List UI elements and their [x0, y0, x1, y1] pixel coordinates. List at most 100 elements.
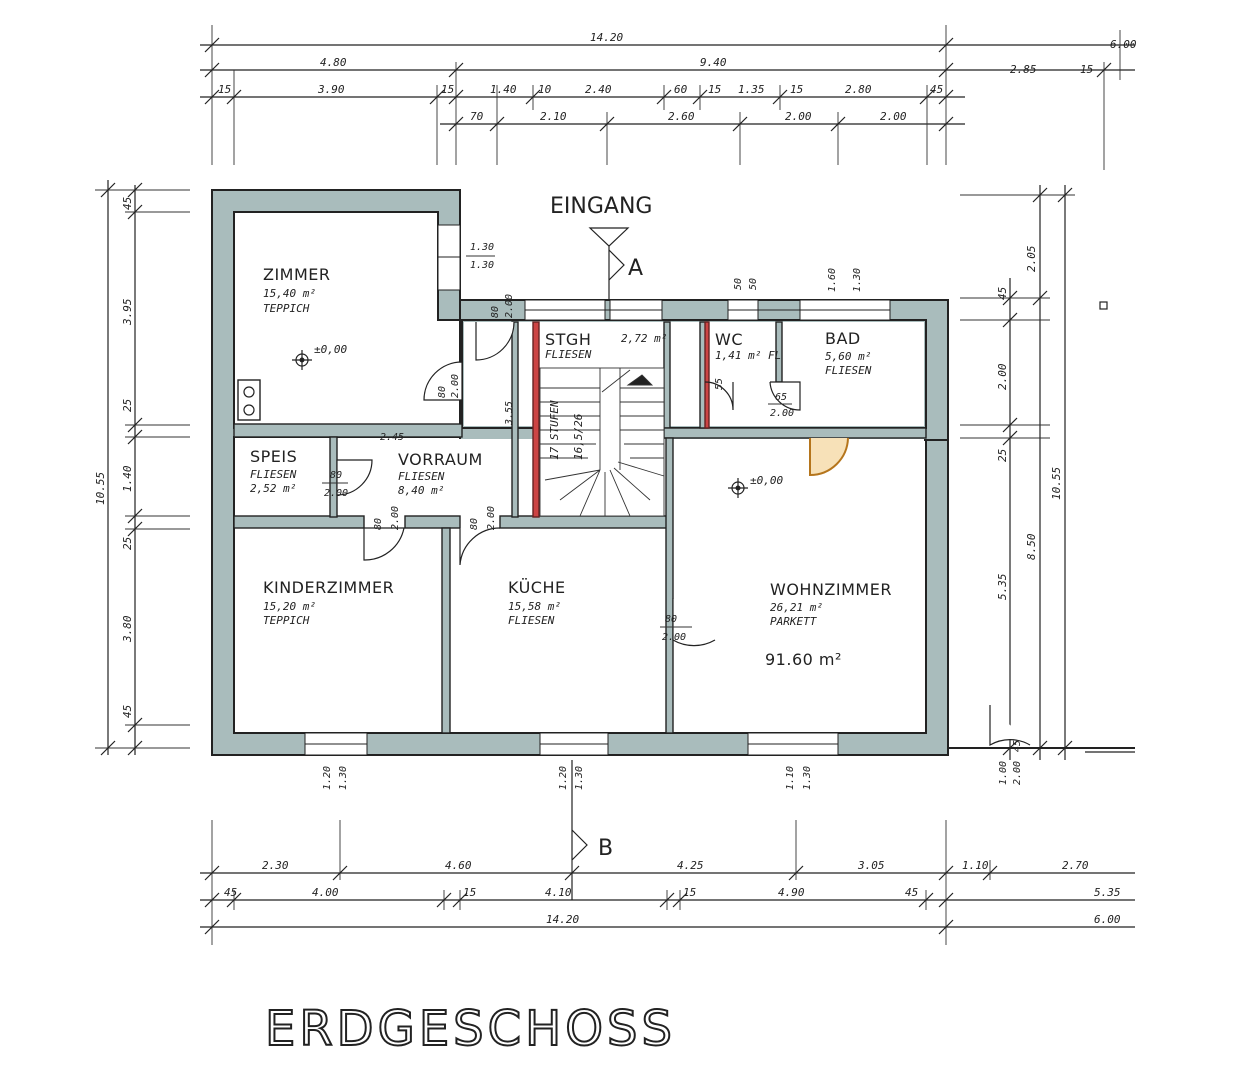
dim-top-3b: 3.90	[317, 83, 345, 96]
window-b1-w: 1.20	[322, 766, 333, 790]
dim-top-3g: 60	[674, 83, 688, 96]
room-wohnzimmer-area: 26,21 m²	[770, 601, 823, 614]
window-b2-w: 1.20	[558, 766, 569, 790]
wc-door-w: 65	[775, 392, 787, 403]
left-dimensions: 45 3.95 25 1.40 25 3.80 45 10.55	[94, 180, 190, 756]
windows	[304, 224, 891, 756]
dim-right-4: 25	[996, 449, 1009, 462]
dim-bottom-2g: 45	[905, 886, 918, 899]
dim-bottom-2d: 4.10	[545, 886, 572, 899]
window-b3-w: 1.10	[785, 766, 796, 790]
bad-window-w: 1.60	[827, 268, 838, 292]
room-zimmer-area: 15,40 m²	[263, 287, 316, 300]
entrance-marker: EINGANG A	[550, 194, 652, 300]
dim-bottom-terrace: 6.00	[1094, 913, 1121, 926]
vorraum-door-h: 2.00	[504, 294, 515, 318]
wohn-door-h: 2.00	[662, 632, 686, 643]
dim-top-2d: 15	[1080, 63, 1093, 76]
vorraum-height: 3.55	[504, 401, 515, 426]
dim-top-3j: 15	[790, 83, 803, 96]
plan-title: ERDGESCHOSS	[265, 1001, 676, 1057]
room-stgh-name: STGH	[545, 330, 591, 349]
dim-bottom-2c: 15	[463, 886, 476, 899]
dim-bottom-1b: 4.60	[445, 859, 472, 872]
dim-top-2c: 2.85	[1010, 63, 1037, 76]
dim-top-4d: 2.00	[785, 110, 812, 123]
dim-right-5: 8.50	[1025, 533, 1038, 560]
room-kueche-area: 15,58 m²	[508, 600, 561, 613]
dim-top-4c: 2.60	[668, 110, 695, 123]
dim-top-3a: 15	[218, 83, 231, 96]
dim-right-total: 10.55	[1050, 467, 1063, 500]
window-b1-h: 1.30	[338, 766, 349, 790]
wc-window-h: 50	[748, 278, 759, 290]
dim-bottom-1a: 2.30	[262, 859, 289, 872]
dim-top-total: 14.20	[590, 31, 623, 44]
zimmer-door-h: 2.00	[450, 374, 461, 398]
room-kinderzimmer-area: 15,20 m²	[263, 600, 316, 613]
staircase	[539, 367, 665, 517]
room-wohnzimmer-floor: PARKETT	[770, 615, 818, 628]
terrace-door-w: 1.00	[998, 761, 1009, 785]
room-vorraum-floor: FLIESEN	[398, 470, 445, 483]
wc-window-w: 50	[733, 278, 744, 290]
zimmer-door-w: 80	[437, 386, 448, 398]
dim-right-6: 5.35	[996, 574, 1009, 601]
right-dimensions: 2.05 45 2.00 25 8.50 5.35 10.55	[960, 185, 1108, 760]
dim-left-2: 3.95	[121, 299, 134, 327]
door-swings	[336, 321, 1135, 753]
room-wohnzimmer-name: WOHNZIMMER	[770, 580, 892, 599]
dim-top-3f: 2.40	[585, 83, 612, 96]
room-bad-name: BAD	[825, 329, 861, 348]
dim-top-3l: 45	[930, 83, 943, 96]
terrace-door-h: 2.00	[1012, 761, 1023, 785]
dim-bottom-1d: 3.05	[857, 859, 885, 872]
dim-bottom-2b: 4.00	[312, 886, 339, 899]
speis-door-w: 80	[330, 470, 342, 481]
room-speis-floor: FLIESEN	[250, 468, 297, 481]
bottom-dimensions: 2.30 4.60 4.25 3.05 1.10 2.70 45 4.00 15…	[200, 820, 1135, 945]
level-marker-zimmer: ±0,00	[292, 343, 347, 370]
dim-top-3i: 1.35	[738, 83, 765, 96]
room-speis-area: 2,52 m²	[250, 482, 296, 495]
room-wc-name: WC	[715, 330, 743, 349]
dim-left-6: 3.80	[121, 615, 134, 643]
wohn-door-w: 80	[665, 614, 677, 625]
level-wohnzimmer: ±0,00	[750, 474, 783, 487]
dim-right-1: 2.05	[1025, 246, 1038, 273]
room-kinderzimmer-name: KINDERZIMMER	[263, 578, 394, 597]
interior-walls	[233, 321, 927, 734]
room-wc-area: 1,41 m² FL	[715, 349, 781, 362]
dim-bottom-1c: 4.25	[677, 859, 704, 872]
kinder-door-w: 80	[373, 518, 384, 530]
dim-top-4e: 2.00	[880, 110, 907, 123]
dim-left-total: 10.55	[94, 472, 107, 505]
dim-left-3: 25	[121, 399, 134, 412]
dim-top-3d: 1.40	[490, 83, 517, 96]
vorraum-door-w: 80	[490, 306, 501, 318]
dim-bottom-2e: 15	[683, 886, 696, 899]
bad-window-h: 1.30	[852, 268, 863, 292]
marker-square	[1099, 301, 1108, 310]
kueche-door-h: 2.00	[486, 506, 497, 530]
speis-door-h: 2.00	[324, 488, 348, 499]
stair-steps: 17 STUFEN	[548, 400, 561, 460]
wc-door-h: 2.00	[770, 408, 794, 419]
room-vorraum-name: VORRAUM	[398, 450, 483, 469]
zimmer-window-w: 1.30	[470, 242, 494, 253]
total-area: 91.60 m²	[765, 650, 842, 669]
dim-top-3e: 10	[538, 83, 552, 96]
zimmer-window-h: 1.30	[470, 260, 494, 271]
dim-bottom-1f: 2.70	[1062, 859, 1089, 872]
dim-right-2: 45	[996, 287, 1009, 300]
room-vorraum-area: 8,40 m²	[398, 484, 444, 497]
dim-left-5: 25	[121, 537, 134, 550]
section-a-label: A	[628, 256, 643, 281]
dim-top-terrace: 6.00	[1110, 38, 1137, 51]
room-kueche-floor: FLIESEN	[508, 614, 555, 627]
dim-top-4b: 2.10	[540, 110, 567, 123]
room-zimmer-floor: TEPPICH	[263, 302, 310, 315]
window-b2-h: 1.30	[574, 766, 585, 790]
speis-width: 2.45	[380, 432, 404, 443]
